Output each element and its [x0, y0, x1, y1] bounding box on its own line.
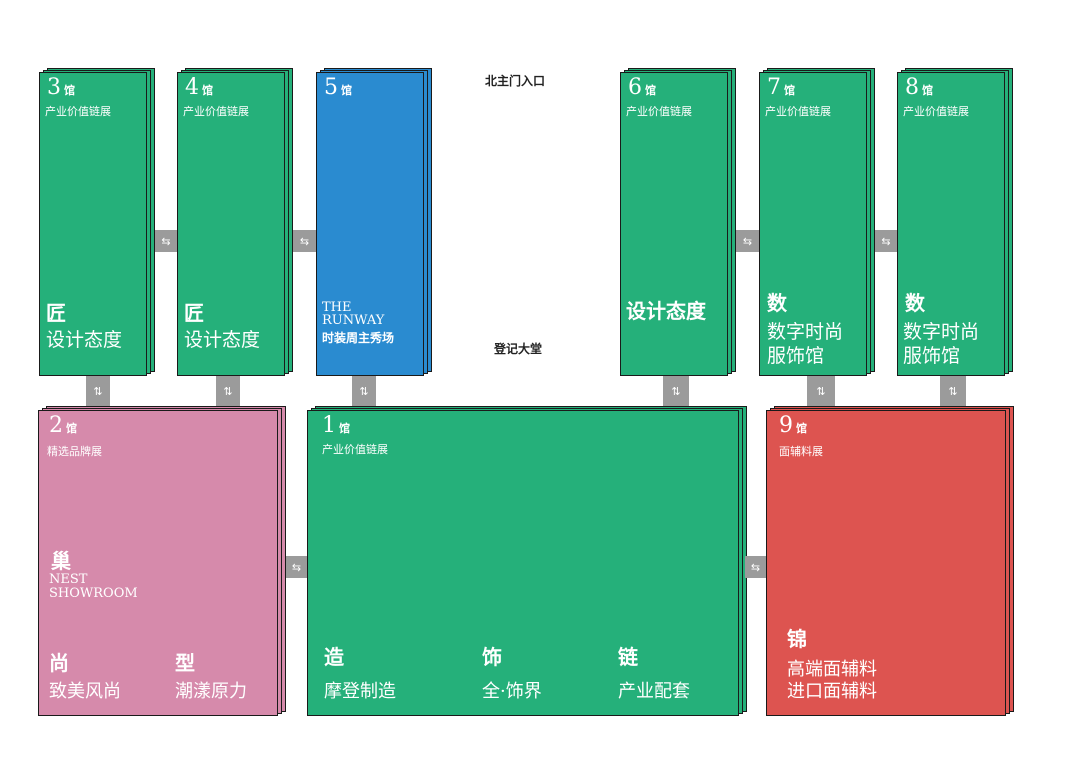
hall-title: 锦: [787, 627, 807, 651]
connector-4-5: ⇆: [293, 230, 316, 252]
swap-horizontal-icon: ⇆: [742, 234, 753, 248]
hall-description: 设计态度: [184, 329, 261, 351]
section-title: 造: [324, 645, 344, 669]
hall-title: 巢: [51, 549, 71, 573]
hall-title: 设计态度: [626, 299, 706, 323]
connector-4-2: ⇅: [216, 376, 240, 406]
north-entrance-label: 北主门入口: [485, 74, 546, 88]
connector-5-1: ⇅: [352, 376, 376, 406]
connector-2-1: ⇆: [286, 556, 307, 578]
swap-horizontal-icon: ⇆: [881, 234, 891, 248]
hall-number: 7: [767, 75, 781, 100]
hall-number: 1: [322, 413, 336, 438]
section-title-left: 尚: [49, 651, 69, 675]
swap-vertical-icon: ⇅: [93, 384, 103, 398]
hall-suffix: 馆: [339, 422, 350, 435]
swap-vertical-icon: ⇅: [223, 384, 233, 398]
hall-suffix: 馆: [66, 422, 77, 435]
connector-6-1: ⇅: [663, 376, 689, 406]
swap-horizontal-icon: ⇆: [161, 234, 171, 248]
hall-description-line2: 服饰馆: [903, 345, 961, 367]
hall-description-line2: 服饰馆: [767, 345, 825, 367]
swap-vertical-icon: ⇅: [671, 384, 681, 398]
swap-horizontal-icon: ⇆: [291, 560, 302, 574]
hall-number: 3: [47, 75, 61, 100]
hall-number: 5: [324, 75, 338, 100]
connector-7-9: ⇅: [807, 376, 835, 406]
connector-3-4: ⇆: [155, 230, 177, 252]
swap-vertical-icon: ⇅: [359, 384, 369, 398]
hall-subtitle: 产业价值链展: [903, 105, 969, 118]
connector-7-8: ⇆: [875, 230, 897, 252]
connector-3-2: ⇅: [86, 376, 110, 406]
connector-6-7: ⇆: [736, 230, 759, 252]
section-description: 摩登制造: [324, 681, 396, 702]
hall-title: 匠: [46, 301, 66, 325]
section-desc-left: 致美风尚: [49, 681, 121, 702]
hall-subtitle: 产业价值链展: [45, 105, 111, 118]
hall-subtitle: 产业价值链展: [322, 443, 388, 456]
hall-number: 6: [628, 75, 642, 100]
hall-suffix: 馆: [796, 422, 807, 435]
hall-description: 时装周主秀场: [322, 331, 395, 345]
swap-horizontal-icon: ⇆: [299, 234, 310, 248]
hall-number: 4: [185, 75, 199, 100]
hall-subtitle: 产业价值链展: [765, 105, 831, 118]
hall-title: 数: [905, 291, 925, 315]
hall-number: 2: [49, 413, 63, 438]
hall-suffix: 馆: [341, 84, 352, 97]
hall-description-line1: 数字时尚: [767, 321, 844, 343]
hall-suffix: 馆: [64, 84, 75, 97]
hall-subtitle: 面辅料展: [779, 445, 823, 458]
hall-en-line1: THE: [322, 300, 352, 315]
section-title: 链: [618, 645, 638, 669]
section-desc-right: 潮漾原力: [175, 681, 247, 702]
hall-number: 8: [905, 75, 919, 100]
section-description: 产业配套: [618, 681, 690, 702]
hall-subtitle: 精选品牌展: [47, 445, 102, 458]
hall-en-line1: NEST: [49, 572, 88, 587]
hall-subtitle: 产业价值链展: [626, 105, 692, 118]
hall-description: 设计态度: [46, 329, 123, 351]
hall-suffix: 馆: [645, 84, 656, 97]
hall-description-line2: 进口面辅料: [787, 681, 877, 702]
hall-title: 数: [767, 291, 787, 315]
section-title: 饰: [482, 645, 502, 669]
hall-suffix: 馆: [784, 84, 795, 97]
lobby-label: 登记大堂: [494, 342, 543, 356]
hall-description-line1: 高端面辅料: [787, 659, 877, 680]
hall-en-line2: SHOWROOM: [49, 586, 138, 601]
hall-title: 匠: [184, 301, 204, 325]
section-description: 全·饰界: [482, 681, 542, 702]
connector-8-9: ⇅: [940, 376, 966, 406]
swap-horizontal-icon: ⇆: [750, 560, 761, 574]
hall-description-line1: 数字时尚: [903, 321, 980, 343]
swap-vertical-icon: ⇅: [948, 384, 958, 398]
swap-vertical-icon: ⇅: [816, 384, 826, 398]
hall-en-line2: RUNWAY: [322, 313, 385, 328]
section-title-right: 型: [175, 651, 195, 675]
hall-suffix: 馆: [202, 84, 213, 97]
hall-suffix: 馆: [922, 84, 933, 97]
hall-subtitle: 产业价值链展: [183, 105, 249, 118]
connector-1-9: ⇆: [745, 556, 766, 578]
hall-number: 9: [779, 413, 793, 438]
